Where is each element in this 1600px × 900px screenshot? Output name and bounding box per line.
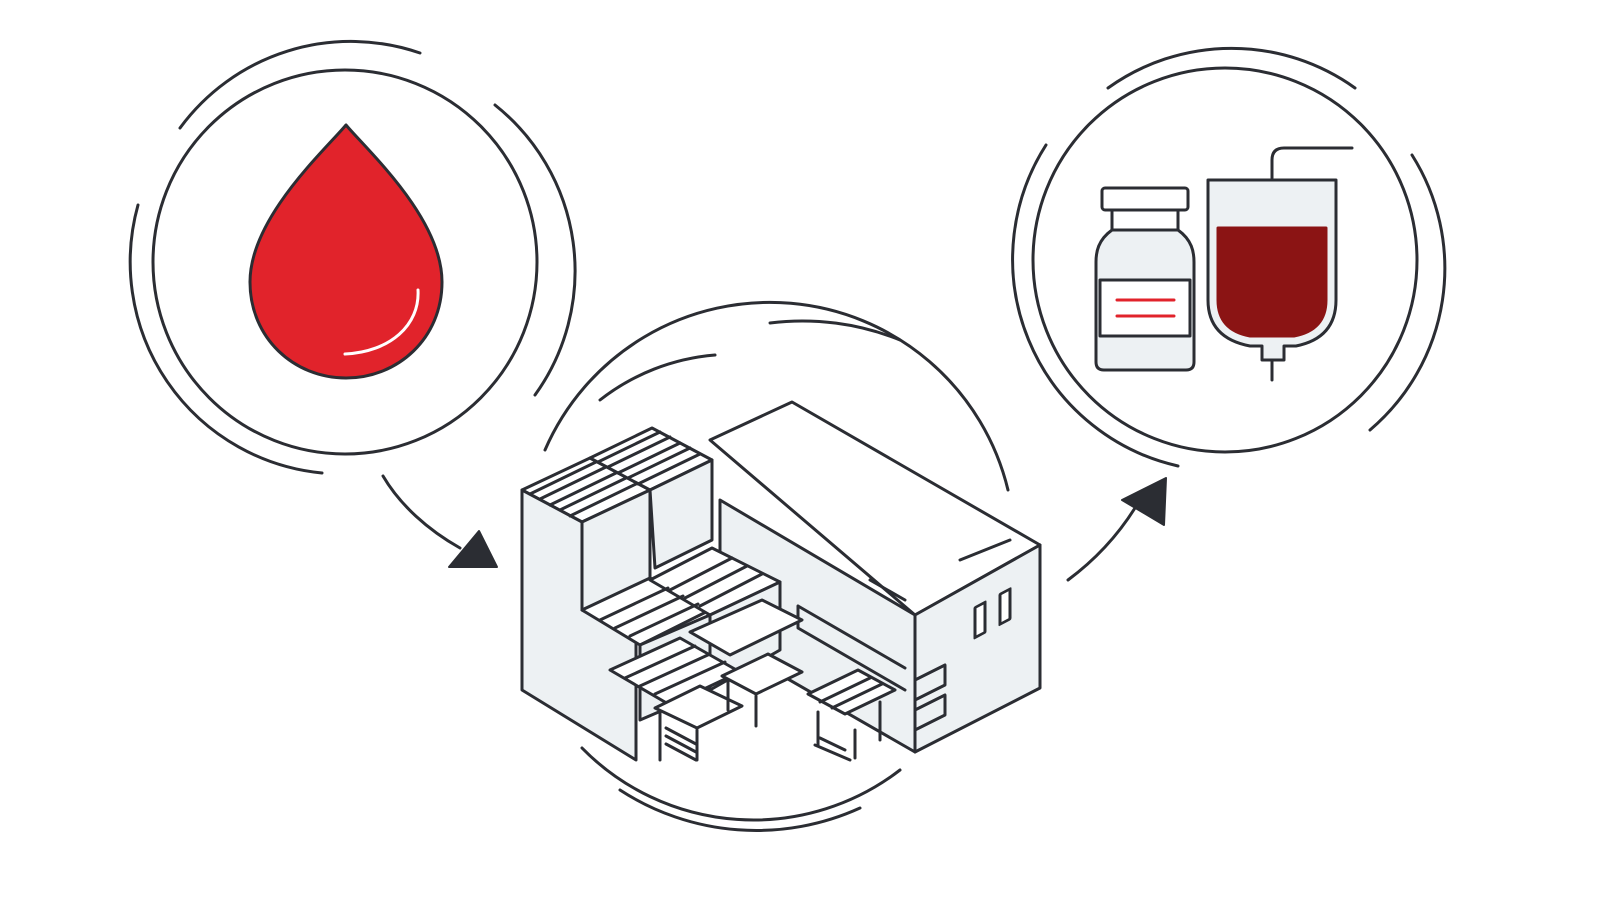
products-step (1011, 46, 1447, 468)
processing-step (520, 300, 1042, 832)
arrow-icon (381, 474, 498, 568)
donation-circle-frame (128, 39, 577, 475)
factory-building-icon (520, 400, 1042, 762)
processing-circle-frame (543, 300, 1010, 832)
blood-bag-icon (1206, 146, 1354, 382)
blood-drop-icon (248, 123, 444, 380)
vial-icon (1094, 186, 1196, 372)
products-circle-frame (1011, 46, 1447, 468)
donation-step (128, 39, 577, 475)
arrow-icon (1066, 477, 1167, 582)
